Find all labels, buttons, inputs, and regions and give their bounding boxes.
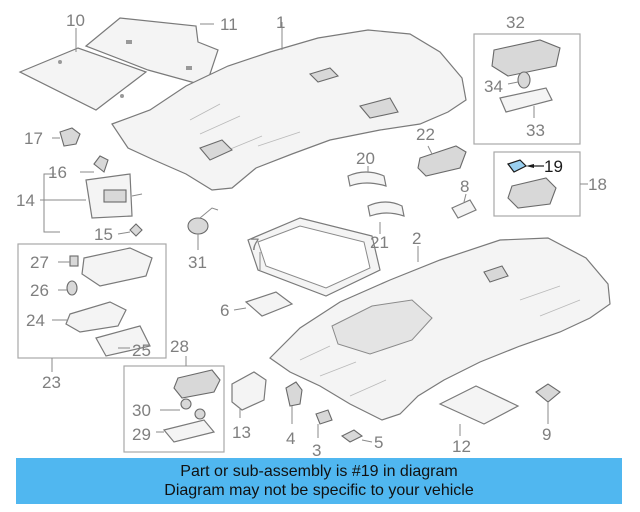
label-15: 15	[94, 225, 113, 244]
label-33: 33	[526, 121, 545, 140]
banner-line-part: Part or sub-assembly is #19 in diagram	[180, 463, 458, 480]
label-30: 30	[132, 401, 151, 420]
part-2-headliner	[269, 237, 611, 421]
label-14: 14	[16, 191, 35, 210]
part-20-handle	[347, 166, 387, 187]
label-8: 8	[460, 177, 469, 196]
part-labels: 10 11 1 32 34 33 17 22 20 19 16 18 8 14 …	[16, 11, 607, 460]
group-32-box	[473, 33, 581, 145]
part-31-lamp	[187, 207, 219, 250]
label-4: 4	[286, 429, 295, 448]
part-17-clip	[52, 127, 81, 147]
banner-line-disclaimer: Diagram may not be specific to your vehi…	[164, 482, 474, 499]
part-4-hook	[285, 381, 303, 424]
part-3-clip	[315, 409, 333, 438]
label-6: 6	[220, 301, 229, 320]
label-29: 29	[132, 425, 151, 444]
group-18-box	[493, 151, 588, 217]
label-7: 7	[250, 235, 259, 254]
part-5-clip	[340, 429, 373, 443]
label-12: 12	[452, 437, 471, 456]
part-9-clip	[535, 383, 561, 424]
label-21: 21	[370, 233, 389, 252]
label-17: 17	[24, 129, 43, 148]
label-23: 23	[42, 373, 61, 392]
part-7-frame	[247, 217, 381, 297]
part-19-highlighted	[507, 159, 528, 173]
label-25: 25	[132, 341, 151, 360]
part-6-pad	[233, 291, 294, 317]
group-23-box	[17, 243, 167, 372]
part-10-pad	[18, 28, 148, 111]
label-22: 22	[416, 125, 435, 144]
part-11-pad	[84, 17, 219, 87]
label-16: 16	[48, 163, 67, 182]
part-21-handle	[367, 201, 405, 234]
part-15-clip	[117, 223, 143, 237]
part-13-bracket	[231, 371, 267, 418]
part-8-pad	[451, 193, 477, 219]
label-28: 28	[170, 337, 189, 356]
label-34: 34	[484, 77, 503, 96]
label-19-highlighted: 19	[544, 157, 563, 176]
label-24: 24	[26, 311, 45, 330]
label-11: 11	[220, 15, 238, 34]
label-18: 18	[588, 175, 607, 194]
label-32: 32	[506, 13, 525, 32]
label-1: 1	[276, 13, 285, 32]
label-10: 10	[66, 11, 85, 30]
part-22-bracket	[417, 145, 467, 177]
label-3: 3	[312, 441, 321, 460]
part-14-sunvisor	[40, 173, 143, 233]
part-12-pad	[438, 385, 520, 436]
label-26: 26	[30, 281, 49, 300]
info-banner: Part or sub-assembly is #19 in diagram D…	[16, 458, 622, 504]
label-13: 13	[232, 423, 251, 442]
label-27: 27	[30, 253, 49, 272]
label-5: 5	[374, 433, 383, 452]
group-28-box	[123, 356, 225, 453]
label-2: 2	[412, 229, 421, 248]
part-1-headliner	[111, 22, 467, 191]
label-20: 20	[356, 149, 375, 168]
part-16-hook	[80, 155, 109, 173]
label-31: 31	[188, 253, 207, 272]
label-9: 9	[542, 425, 551, 444]
